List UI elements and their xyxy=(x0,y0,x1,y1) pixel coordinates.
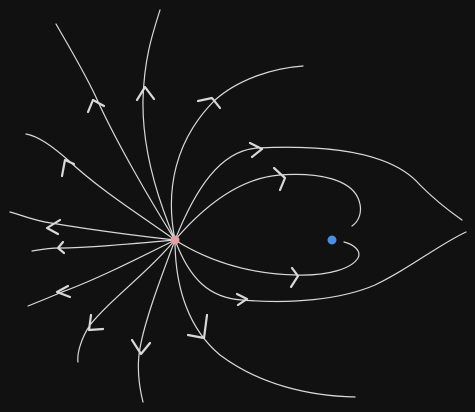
arrow-up-left-far xyxy=(86,98,106,114)
field-line-inner-lower xyxy=(174,239,360,276)
field-line-left-lower xyxy=(31,239,176,252)
arrow-down-right xyxy=(186,313,209,340)
field-line-wide-lower xyxy=(174,231,467,303)
negative-charge xyxy=(327,235,337,245)
field-line-inner-upper xyxy=(174,173,362,241)
field-line-down xyxy=(137,239,176,403)
arrow-up xyxy=(135,85,156,102)
arrow-up-right xyxy=(196,96,222,110)
arrow-left xyxy=(45,218,62,236)
arrow-inner-upper xyxy=(272,166,287,192)
arrow-wide-upper xyxy=(248,141,264,159)
arrow-down-left-steep xyxy=(87,313,105,332)
field-line-down-left xyxy=(27,239,176,307)
field-line-up-right xyxy=(170,65,304,241)
field-line-wide-upper xyxy=(174,146,463,241)
field-line-left-upper xyxy=(25,133,176,241)
positive-charge xyxy=(170,235,180,245)
arrow-down-left xyxy=(55,284,72,299)
field-line-down-left-steep xyxy=(77,239,176,363)
field-lines xyxy=(9,9,467,403)
direction-arrows xyxy=(45,85,300,356)
field-line-up xyxy=(142,9,176,241)
arrow-wide-lower xyxy=(235,292,249,307)
arrow-inner-lower xyxy=(289,266,300,289)
arrow-down xyxy=(130,338,152,356)
arrow-left-lower xyxy=(56,240,66,255)
arrow-left-upper xyxy=(60,158,76,178)
field-line-up-left-far xyxy=(55,23,176,241)
field-line-down-right xyxy=(174,239,356,398)
charges xyxy=(170,235,337,245)
